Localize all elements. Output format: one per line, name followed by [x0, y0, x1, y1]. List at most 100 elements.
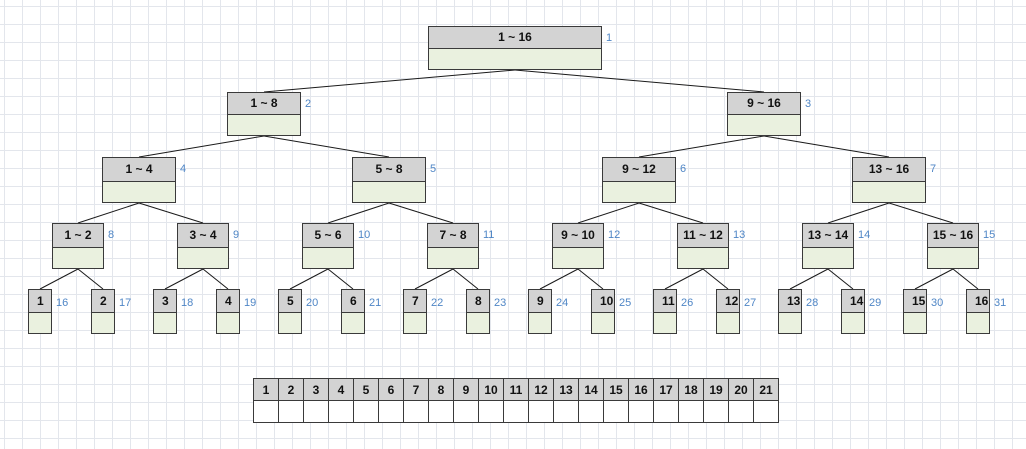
array-value-row [253, 400, 779, 423]
array-value-cell [703, 400, 729, 423]
node-value-cell [342, 313, 364, 333]
tree-node: 9 [528, 289, 552, 334]
node-range-label: 5 ~ 8 [353, 158, 425, 182]
tree-node: 13 [778, 289, 802, 334]
node-index-label: 26 [681, 297, 694, 309]
array-value-cell [653, 400, 679, 423]
tree-node: 12 [716, 289, 740, 334]
tree-node: 15 ~ 16 [927, 223, 979, 269]
node-range-label: 2 [92, 290, 114, 313]
tree-edge [638, 202, 704, 224]
tree-node: 15 [903, 289, 927, 334]
tree-edge [289, 268, 329, 290]
tree-node: 10 [591, 289, 615, 334]
array-index-cell: 7 [403, 378, 429, 401]
node-index-label: 31 [994, 297, 1007, 309]
array-value-cell [678, 400, 704, 423]
tree-edge [138, 202, 204, 224]
node-value-cell [779, 313, 801, 333]
tree-edge [327, 268, 354, 290]
array-value-cell [603, 400, 629, 423]
node-index-label: 9 [233, 229, 240, 241]
array-index-cell: 5 [353, 378, 379, 401]
node-value-cell [967, 313, 989, 333]
node-value-cell [654, 313, 676, 333]
node-value-cell [53, 248, 103, 268]
node-value-cell [853, 182, 925, 202]
node-range-label: 6 [342, 290, 364, 313]
array-value-cell [378, 400, 404, 423]
tree-edge [888, 202, 954, 224]
array-value-cell [403, 400, 429, 423]
tree-node: 13 ~ 16 [852, 157, 926, 203]
tree-edge [638, 135, 765, 158]
tree-edge [914, 268, 954, 290]
array-value-cell [728, 400, 754, 423]
node-value-cell [842, 313, 864, 333]
array-index-cell: 13 [553, 378, 579, 401]
array-value-cell [578, 400, 604, 423]
tree-node: 13 ~ 14 [802, 223, 854, 269]
tree-node: 9 ~ 10 [552, 223, 604, 269]
array-index-cell: 21 [753, 378, 779, 401]
node-index-label: 14 [858, 229, 871, 241]
tree-node: 4 [216, 289, 240, 334]
node-range-label: 13 ~ 16 [853, 158, 925, 182]
node-range-label: 8 [467, 290, 489, 313]
node-range-label: 11 ~ 12 [678, 224, 728, 248]
node-index-label: 27 [744, 297, 757, 309]
array-index-cell: 11 [503, 378, 529, 401]
node-value-cell [429, 49, 601, 69]
node-index-label: 7 [930, 163, 937, 175]
tree-edge [702, 268, 729, 290]
node-value-cell [228, 115, 300, 135]
array-index-cell: 18 [678, 378, 704, 401]
array-value-cell [278, 400, 304, 423]
tree-node: 1 ~ 4 [102, 157, 176, 203]
node-index-label: 22 [431, 297, 444, 309]
node-index-label: 28 [806, 297, 819, 309]
node-value-cell [553, 248, 603, 268]
node-range-label: 15 [904, 290, 926, 313]
array-value-cell [453, 400, 479, 423]
array-index-cell: 4 [328, 378, 354, 401]
tree-edge [39, 268, 79, 290]
array-value-cell [628, 400, 654, 423]
node-range-label: 16 [967, 290, 989, 313]
node-range-label: 13 ~ 14 [803, 224, 853, 248]
tree-node: 16 [966, 289, 990, 334]
node-index-label: 17 [119, 297, 132, 309]
array-index-cell: 19 [703, 378, 729, 401]
tree-edge [577, 268, 604, 290]
node-index-label: 25 [619, 297, 632, 309]
tree-node: 5 ~ 8 [352, 157, 426, 203]
node-range-label: 1 ~ 8 [228, 93, 300, 115]
node-index-label: 19 [244, 297, 257, 309]
node-value-cell [678, 248, 728, 268]
array-index-cell: 16 [628, 378, 654, 401]
node-index-label: 23 [494, 297, 507, 309]
tree-node: 5 ~ 6 [302, 223, 354, 269]
array-index-cell: 12 [528, 378, 554, 401]
array-value-cell [328, 400, 354, 423]
tree-edge [952, 268, 979, 290]
node-value-cell [428, 248, 478, 268]
tree-edge [827, 268, 854, 290]
node-range-label: 15 ~ 16 [928, 224, 978, 248]
node-value-cell [178, 248, 228, 268]
node-range-label: 4 [217, 290, 239, 313]
array-value-cell [528, 400, 554, 423]
node-range-label: 5 [279, 290, 301, 313]
tree-edge [452, 268, 479, 290]
array-value-cell [478, 400, 504, 423]
array-value-cell [253, 400, 279, 423]
tree-node: 3 ~ 4 [177, 223, 229, 269]
tree-edge [77, 268, 104, 290]
tree-node: 14 [841, 289, 865, 334]
array-value-cell [753, 400, 779, 423]
node-range-label: 9 ~ 12 [603, 158, 675, 182]
node-range-label: 1 ~ 4 [103, 158, 175, 182]
node-value-cell [404, 313, 426, 333]
tree-edge [827, 202, 890, 224]
